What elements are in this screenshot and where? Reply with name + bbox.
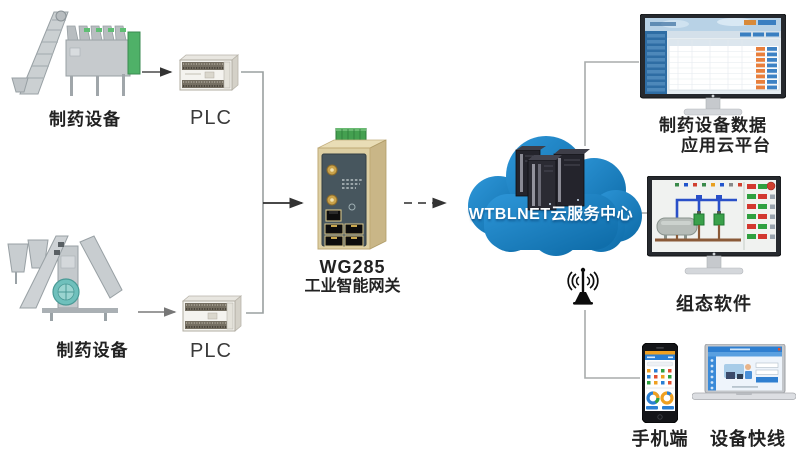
plc-top-label: PLC <box>190 107 232 129</box>
laptop-screen <box>704 343 786 394</box>
scada-label: 组态软件 <box>676 294 752 314</box>
cloud-platform-label: 制药设备数据 应用云平台 <box>643 116 783 155</box>
plc-bottom-label: PLC <box>190 340 232 362</box>
machine-top-label: 制药设备 <box>49 110 121 129</box>
donut-chart-left <box>646 391 660 405</box>
device-express-label: 设备快线 <box>710 429 786 449</box>
plc-trunk-line <box>241 71 264 314</box>
server-rack-icon <box>515 146 590 211</box>
plc-box <box>181 295 243 332</box>
donut-chart-right <box>660 391 674 405</box>
cloud-label: WTBLNET云服务中心 <box>468 206 634 223</box>
cloud-service-center: WTBLNET云服务中心 <box>456 128 646 258</box>
cloud-platform-monitor-image <box>639 13 787 116</box>
machine-bottom-label: 制药设备 <box>56 341 129 360</box>
gateway-name: 工业智能网关 <box>304 277 401 295</box>
ethernet-ports <box>324 209 364 247</box>
cloud-platform-label-line2: 应用云平台 <box>681 135 771 155</box>
monitor-stand <box>683 94 743 116</box>
mobile-phone-image <box>641 342 679 424</box>
monitor-stand <box>684 252 744 275</box>
machine-body <box>65 25 141 96</box>
mobile-label: 手机端 <box>631 429 689 449</box>
laptop-base <box>691 392 797 400</box>
monitor-screen-table-app <box>645 18 781 94</box>
line-cloud-to-phone <box>584 310 640 379</box>
scada-screen <box>655 181 776 250</box>
wireless-antenna-icon <box>567 264 599 306</box>
gateway-model: WG285 <box>319 257 386 277</box>
cloud-platform-label-line1: 制药设备数据 <box>659 116 767 135</box>
panel-markings <box>342 179 362 211</box>
scada-indicators <box>747 181 776 239</box>
elevator-conveyor <box>11 10 69 95</box>
home-button <box>657 414 663 420</box>
terminal-block <box>335 127 367 142</box>
plc-bottom-image <box>180 293 244 333</box>
plc-box <box>178 54 240 91</box>
pharma-machine-bottom-image <box>6 228 138 324</box>
scada-monitor-image <box>646 175 782 280</box>
phone-app-screen <box>645 351 675 410</box>
pharma-machine-top-image <box>10 4 142 104</box>
plc-top-image <box>177 52 241 92</box>
gateway-device-image <box>310 127 398 254</box>
row-action-buttons <box>756 47 777 90</box>
antenna-glyph <box>567 267 599 305</box>
antenna-connector-icon <box>326 164 338 206</box>
cloud-icon <box>468 136 642 256</box>
machine2-body <box>19 235 123 321</box>
line-cloud-to-monitor1 <box>584 61 639 146</box>
gateway-label: WG285 工业智能网关 <box>295 257 410 296</box>
laptop-image <box>691 343 797 402</box>
